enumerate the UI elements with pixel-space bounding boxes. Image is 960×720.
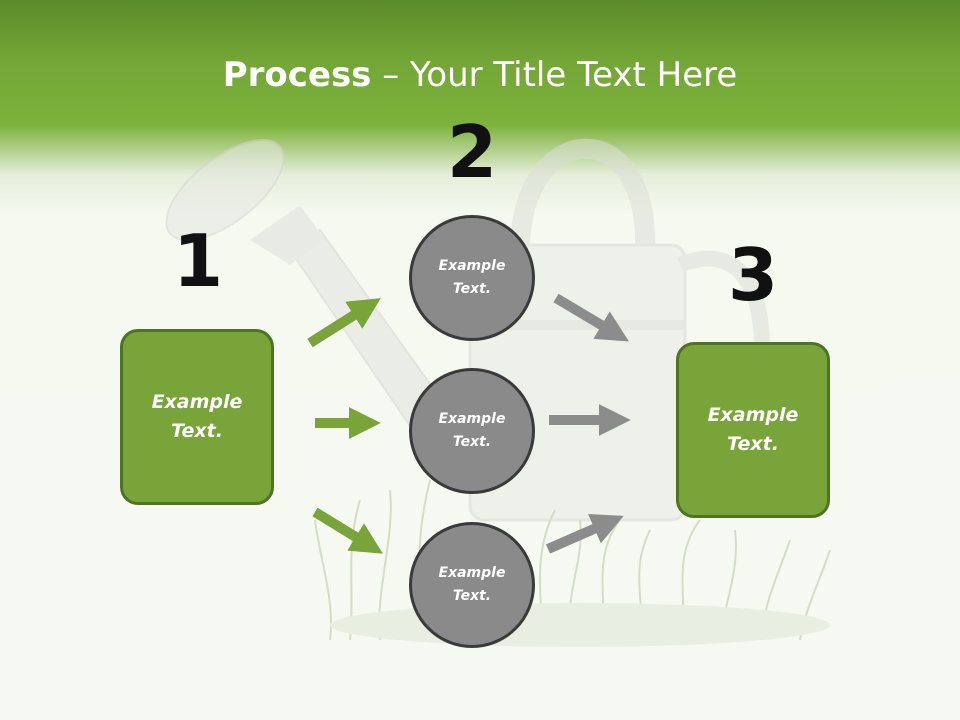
circle-1-line-1: Example bbox=[438, 258, 506, 274]
step-3-text: Example Text. bbox=[708, 401, 799, 459]
step-1-line-2: Text. bbox=[171, 420, 223, 442]
step-2-circle-2: Example Text. bbox=[409, 368, 535, 494]
circle-2-line-2: Text. bbox=[452, 434, 492, 450]
arrow-to-circle-1 bbox=[307, 298, 381, 348]
step-1-box: Example Text. bbox=[120, 329, 274, 505]
step-2-circle-1: Example Text. bbox=[409, 215, 535, 341]
slide-title: Process – Your Title Text Here bbox=[0, 50, 960, 100]
step-number-2: 2 bbox=[446, 110, 498, 194]
step-number-3: 3 bbox=[727, 233, 779, 317]
step-2-circle-3: Example Text. bbox=[409, 522, 535, 648]
circle-1-text: Example Text. bbox=[439, 255, 506, 301]
arrow-from-circle-3 bbox=[545, 514, 624, 554]
step-3-box: Example Text. bbox=[676, 342, 830, 518]
title-rest: – Your Title Text Here bbox=[371, 55, 738, 95]
circle-2-line-1: Example bbox=[438, 411, 506, 427]
step-1-line-1: Example bbox=[151, 391, 243, 413]
arrow-from-circle-1 bbox=[553, 293, 629, 342]
title-bold: Process bbox=[222, 55, 372, 95]
circle-3-text: Example Text. bbox=[439, 562, 506, 608]
step-3-line-1: Example bbox=[707, 404, 799, 426]
step-number-1: 1 bbox=[172, 219, 224, 303]
circle-1-line-2: Text. bbox=[452, 281, 492, 297]
circle-3-line-1: Example bbox=[438, 565, 506, 581]
circle-2-text: Example Text. bbox=[439, 408, 506, 454]
arrow-to-circle-3 bbox=[312, 507, 383, 554]
step-1-text: Example Text. bbox=[152, 388, 243, 446]
step-3-line-2: Text. bbox=[727, 433, 779, 455]
circle-3-line-2: Text. bbox=[452, 588, 492, 604]
